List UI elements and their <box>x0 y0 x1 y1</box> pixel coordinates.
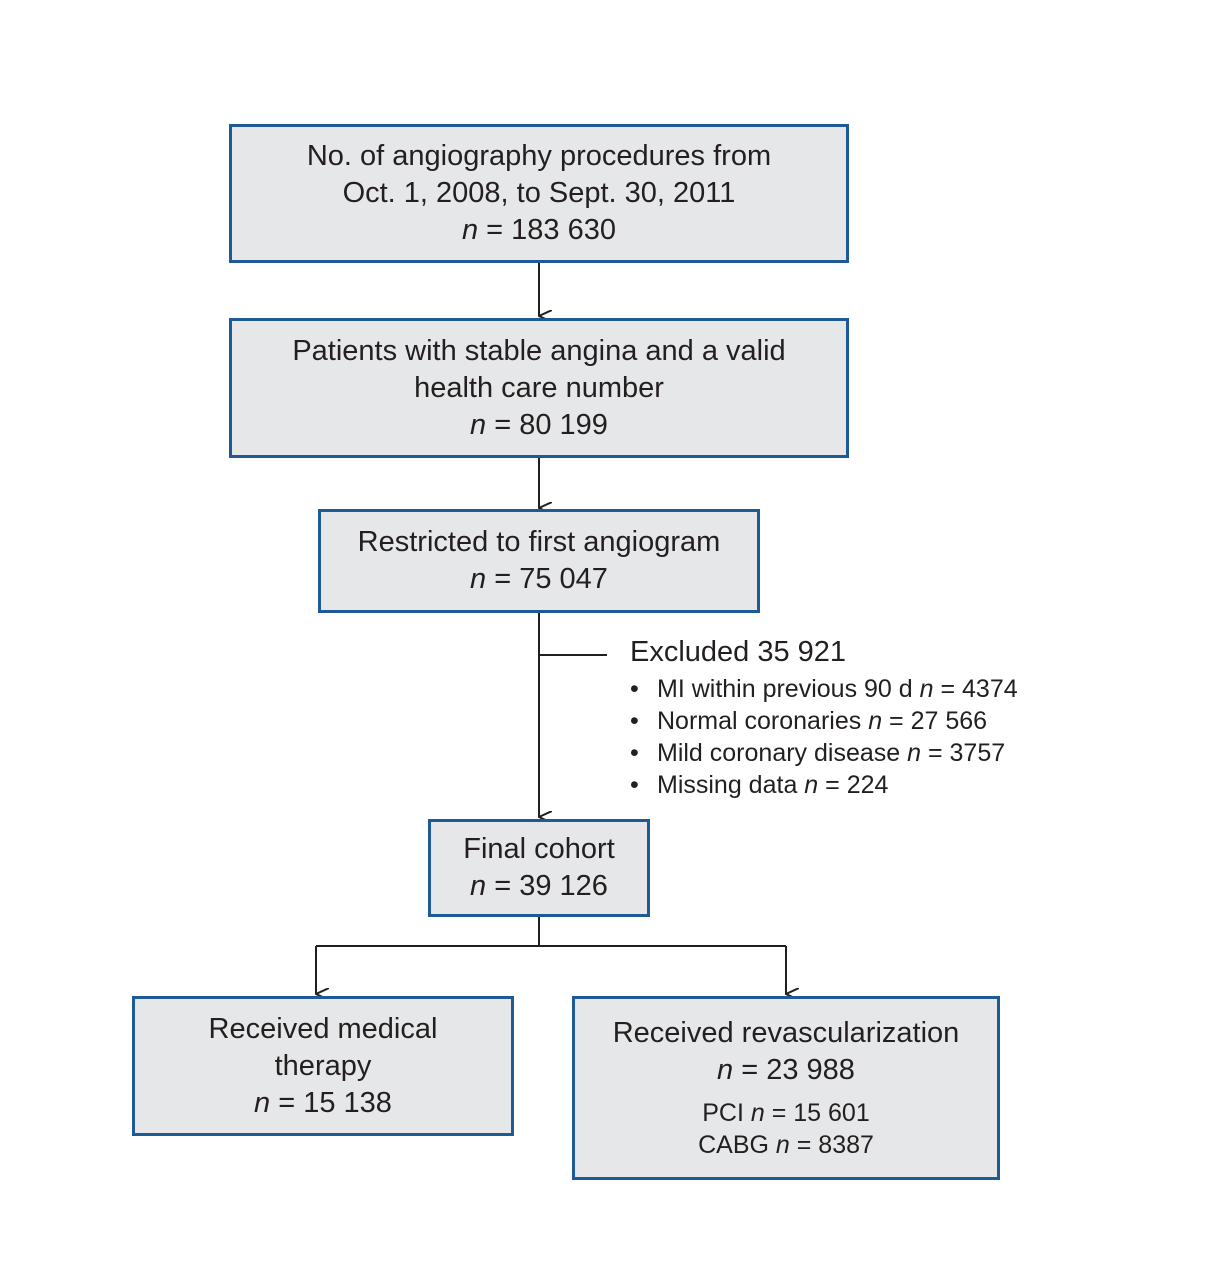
procedures-box: No. of angiography procedures from Oct. … <box>229 124 849 263</box>
final-cohort-count: n = 39 126 <box>470 868 608 905</box>
stable-angina-count-value: = 80 199 <box>486 408 608 441</box>
n-symbol: n <box>919 675 934 703</box>
cabg-label: CABG <box>698 1131 776 1159</box>
exclusion-item: • Mild coronary disease n = 3757 <box>630 737 1018 769</box>
exclusions-block: Excluded 35 921 • MI within previous 90 d… <box>630 635 1018 801</box>
n-symbol: n <box>868 707 883 735</box>
first-angiogram-line1: Restricted to first angiogram <box>357 526 721 558</box>
revascularization-count: n = 23 988 <box>717 1052 855 1089</box>
medical-therapy-box: Received medical therapy n = 15 138 <box>132 996 514 1136</box>
medical-therapy-count-value: = 15 138 <box>270 1086 392 1119</box>
cabg-count: CABG n = 8387 <box>698 1129 874 1161</box>
exclusion-count: = 3757 <box>921 739 1006 767</box>
exclusion-count: = 4374 <box>933 675 1018 703</box>
final-cohort-line1: Final cohort <box>463 833 615 865</box>
medical-therapy-line2: therapy <box>274 1049 372 1082</box>
pci-count: PCI n = 15 601 <box>702 1097 870 1129</box>
bullet-icon: • <box>630 739 639 767</box>
bullet-icon: • <box>630 675 639 703</box>
procedures-count: n = 183 630 <box>462 212 616 249</box>
cabg-count-value: = 8387 <box>789 1131 874 1159</box>
medical-therapy-line1: Received medical <box>208 1012 438 1045</box>
revascularization-box: Received revascularization n = 23 988 PC… <box>572 996 1000 1180</box>
n-symbol: n <box>717 1054 734 1086</box>
n-symbol: n <box>254 1086 271 1119</box>
exclusion-label: Missing data <box>657 771 805 799</box>
pci-count-value: = 15 601 <box>764 1099 870 1127</box>
exclusion-count: = 224 <box>818 771 889 799</box>
procedures-count-value: = 183 630 <box>478 214 617 246</box>
bullet-icon: • <box>630 707 639 735</box>
stable-angina-line2: health care number <box>414 371 664 404</box>
stable-angina-box: Patients with stable angina and a valid … <box>229 318 849 458</box>
stable-angina-line1: Patients with stable angina and a valid <box>292 334 786 367</box>
medical-therapy-count: n = 15 138 <box>254 1085 392 1122</box>
exclusion-label: MI within previous 90 d <box>657 675 920 703</box>
n-symbol: n <box>470 563 487 595</box>
excluded-title: Excluded 35 921 <box>630 636 847 668</box>
revascularization-count-value: = 23 988 <box>733 1054 855 1086</box>
exclusion-label: Normal coronaries <box>657 707 869 735</box>
exclusion-item: • Normal coronaries n = 27 566 <box>630 705 1018 737</box>
n-symbol: n <box>907 739 922 767</box>
stable-angina-count: n = 80 199 <box>470 407 608 444</box>
first-angiogram-count: n = 75 047 <box>470 561 608 598</box>
exclusion-list: • MI within previous 90 d n = 4374 • Norma… <box>630 673 1018 801</box>
exclusion-label: Mild coronary disease <box>657 739 908 767</box>
exclusion-item: • Missing data n = 224 <box>630 769 1018 801</box>
n-symbol: n <box>470 408 487 441</box>
exclusion-item: • MI within previous 90 d n = 4374 <box>630 673 1018 705</box>
final-cohort-count-value: = 39 126 <box>486 870 608 902</box>
pci-label: PCI <box>702 1099 751 1127</box>
n-symbol: n <box>775 1131 790 1159</box>
bullet-icon: • <box>630 771 639 799</box>
n-symbol: n <box>470 870 487 902</box>
final-cohort-box: Final cohort n = 39 126 <box>428 819 650 917</box>
n-symbol: n <box>750 1099 765 1127</box>
first-angiogram-box: Restricted to first angiogram n = 75 047 <box>318 509 760 613</box>
revascularization-line1: Received revascularization <box>612 1017 960 1049</box>
n-symbol: n <box>804 771 819 799</box>
procedures-line1: No. of angiography procedures from <box>306 140 772 172</box>
procedures-line2: Oct. 1, 2008, to Sept. 30, 2011 <box>342 177 736 209</box>
first-angiogram-count-value: = 75 047 <box>486 563 608 595</box>
n-symbol: n <box>461 214 479 246</box>
exclusion-count: = 27 566 <box>882 707 988 735</box>
